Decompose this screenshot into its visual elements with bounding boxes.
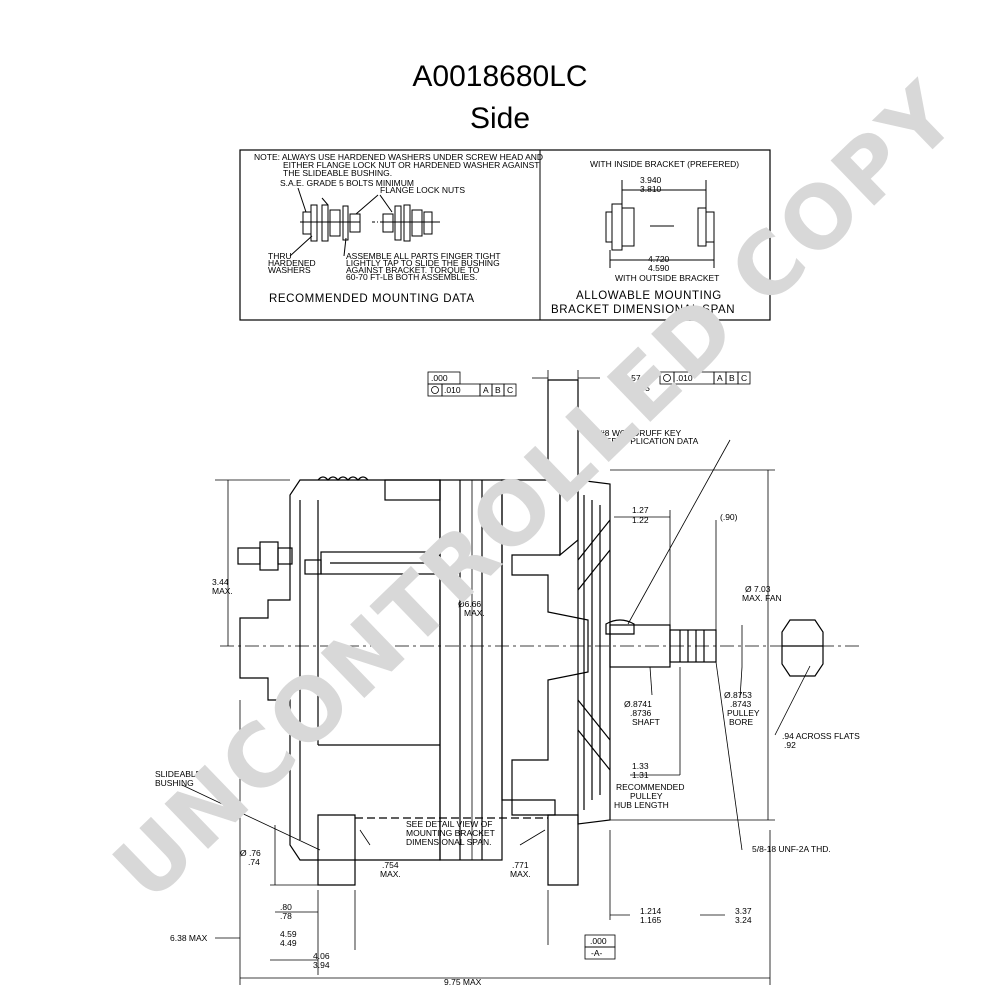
dim-4-59: 4.59 xyxy=(280,929,297,939)
note-line-1: NOTE: ALWAYS USE HARDENED WASHERS UNDER … xyxy=(254,152,543,162)
dim-7-03-note: MAX. FAN xyxy=(742,593,782,603)
assemble-line-1: ASSEMBLE ALL PARTS FINGER TIGHT xyxy=(346,251,501,261)
dimension-lines xyxy=(181,370,811,985)
fcf-left-datum-b: B xyxy=(495,385,501,395)
assemble-line-4: 60-70 FT-LB BOTH ASSEMBLIES. xyxy=(346,272,477,282)
bore-dia-min: .8743 xyxy=(730,699,752,709)
fcf-left-tol: .010 xyxy=(444,385,461,395)
hardened-label: HARDENED xyxy=(268,258,316,268)
allowable-caption-2: BRACKET DIMENSIONAL SPAN xyxy=(551,304,735,316)
uncontrolled-copy-watermark: UNCONTROLLED COPY xyxy=(95,63,977,920)
dim-0-754: .754 xyxy=(382,860,399,870)
dim-1-214: 1.214 xyxy=(640,906,662,916)
assemble-line-3: AGAINST BRACKET. TORQUE TO xyxy=(346,265,480,275)
span-bot-max: 4.720 xyxy=(648,254,670,264)
slideable-label-2: BUSHING xyxy=(155,778,194,788)
alternator-side-view xyxy=(220,379,860,886)
fcf-left-top: .000 xyxy=(431,373,448,383)
flange-nuts-label: FLANGE LOCK NUTS xyxy=(380,185,465,195)
shaft-dia-min: .8736 xyxy=(630,708,652,718)
thread-label: 5/8-18 UNF-2A THD. xyxy=(752,844,831,854)
fcf-right-datum-c: C xyxy=(741,373,747,383)
outside-bracket-label: WITH OUTSIDE BRACKET xyxy=(615,273,719,283)
fcf-right-datum-a: A xyxy=(717,373,723,383)
dia-0-76: Ø .76 xyxy=(240,848,261,858)
washers-label: WASHERS xyxy=(268,265,311,275)
ear-width-min: .55 xyxy=(638,383,650,393)
dim-3-94: 3.94 xyxy=(313,960,330,970)
hub-label-2: PULLEY xyxy=(630,791,663,801)
flats-min: .92 xyxy=(784,740,796,750)
dim-6-66-max: MAX. xyxy=(464,608,485,618)
dim-0-80: .80 xyxy=(280,902,292,912)
dim-6-38: 6.38 MAX xyxy=(170,933,208,943)
dim-0-771: .771 xyxy=(512,860,529,870)
woodruff-line-2: SEE APPLICATION DATA xyxy=(600,436,699,446)
bracket-span-sketch xyxy=(605,180,715,268)
fcf-right-datum-b: B xyxy=(729,373,735,383)
hub-length-min: 1.31 xyxy=(632,770,649,780)
bore-dia-max: Ø.8753 xyxy=(724,690,752,700)
bore-label-1: PULLEY xyxy=(727,708,760,718)
allowable-caption-1: ALLOWABLE MOUNTING xyxy=(576,290,722,302)
bore-label-2: BORE xyxy=(729,717,753,727)
hub-label-1: RECOMMENDED xyxy=(616,782,684,792)
feature-control-frames xyxy=(427,371,751,960)
span-bot-min: 4.590 xyxy=(648,263,670,273)
hub-length-max: 1.33 xyxy=(632,761,649,771)
hub-label-3: HUB LENGTH xyxy=(614,800,669,810)
thru-label: THRU xyxy=(268,251,292,261)
recommended-mounting-caption: RECOMMENDED MOUNTING DATA xyxy=(269,293,475,305)
slideable-label-1: SLIDEABLE xyxy=(155,769,202,779)
datum-a-box: -A- xyxy=(591,948,603,958)
dim-1-165: 1.165 xyxy=(640,915,662,925)
mounting-box-text: NOTE: ALWAYS USE HARDENED WASHERS UNDER … xyxy=(254,152,739,316)
span-top-max: 3.940 xyxy=(640,175,662,185)
dim-0-78: .78 xyxy=(280,911,292,921)
shaft-dia-max: Ø.8741 xyxy=(624,699,652,709)
detail-line-3: DIMENSIONAL SPAN. xyxy=(406,837,492,847)
woodruff-line-1: #8 WOODRUFF KEY xyxy=(600,428,682,438)
dim-4-49: 4.49 xyxy=(280,938,297,948)
detail-line-2: MOUNTING BRACKET xyxy=(406,828,495,838)
detail-line-1: SEE DETAIL VIEW OF xyxy=(406,819,492,829)
shaft-label: SHAFT xyxy=(632,717,660,727)
page-subtitle: Side xyxy=(469,102,531,135)
assemble-line-2: LIGHTLY TAP TO SLIDE THE BUSHING xyxy=(346,258,500,268)
dim-3-44-max: MAX. xyxy=(212,586,233,596)
flats-max: .94 ACROSS FLATS xyxy=(782,731,860,741)
bolt-assembly-sketch xyxy=(289,187,440,257)
inside-bracket-label: WITH INSIDE BRACKET (PREFERED) xyxy=(590,159,739,169)
dim-0-771-max: MAX. xyxy=(510,869,531,879)
dim-3-37: 3.37 xyxy=(735,906,752,916)
sae-bolts-label: S.A.E. GRADE 5 BOLTS MINIMUM xyxy=(280,178,414,188)
dia-0-74: .74 xyxy=(248,857,260,867)
dim-6-66: Ø6.66 xyxy=(458,599,481,609)
mounting-data-box xyxy=(239,149,771,321)
dim-0-90: (.90) xyxy=(720,512,738,522)
dim-9-75: 9.75 MAX xyxy=(444,977,482,987)
ear-width-max: 2X .57 xyxy=(616,373,641,383)
page-title: A0018680LC xyxy=(412,60,588,93)
fcf-left-datum-c: C xyxy=(507,385,513,395)
note-line-2: EITHER FLANGE LOCK NUT OR HARDENED WASHE… xyxy=(283,160,539,170)
fcf-left-datum-a: A xyxy=(483,385,489,395)
span-top-min: 3.810 xyxy=(640,184,662,194)
dim-1-27: 1.27 xyxy=(632,505,649,515)
dim-1-22: 1.22 xyxy=(632,515,649,525)
dim-7-03: Ø 7.03 xyxy=(745,584,771,594)
dim-4-06: 4.06 xyxy=(313,951,330,961)
dim-3-24: 3.24 xyxy=(735,915,752,925)
note-line-3: THE SLIDEABLE BUSHING. xyxy=(283,168,392,178)
drawing-labels: .000 .010 A B C .010 A B C 2X .57 .55 #8… xyxy=(155,373,860,987)
fcf-right-tol: .010 xyxy=(676,373,693,383)
dim-0-754-max: MAX. xyxy=(380,869,401,879)
dim-3-44: 3.44 xyxy=(212,577,229,587)
datum-a-value: .000 xyxy=(590,936,607,946)
